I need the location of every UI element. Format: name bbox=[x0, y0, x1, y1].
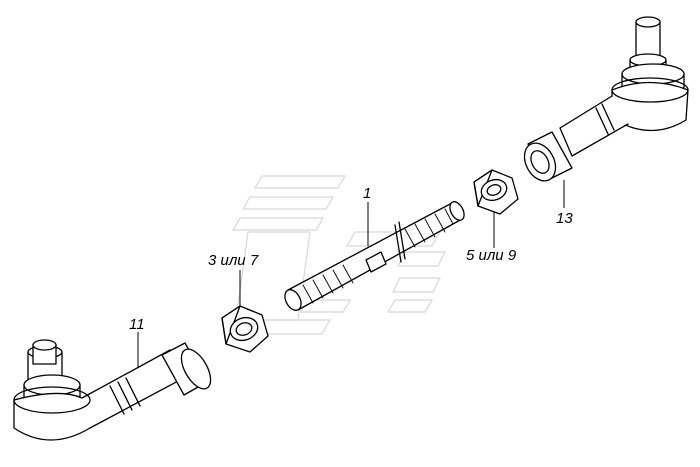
threaded-rod bbox=[284, 201, 465, 311]
tie-rod-end-right bbox=[523, 16, 689, 182]
callout-tip-right: 13 bbox=[556, 210, 573, 227]
watermark-logo bbox=[231, 175, 446, 335]
tie-rod-end-left bbox=[13, 339, 212, 441]
nut-right bbox=[473, 169, 519, 215]
callout-rod: 1 bbox=[363, 185, 372, 202]
callout-tip-left: 11 bbox=[129, 316, 145, 333]
callout-nut-right: 5 или 9 bbox=[466, 247, 517, 264]
callout-nut-left: 3 или 7 bbox=[208, 252, 259, 269]
nut-left bbox=[221, 305, 269, 353]
leader-lines bbox=[137, 180, 565, 368]
